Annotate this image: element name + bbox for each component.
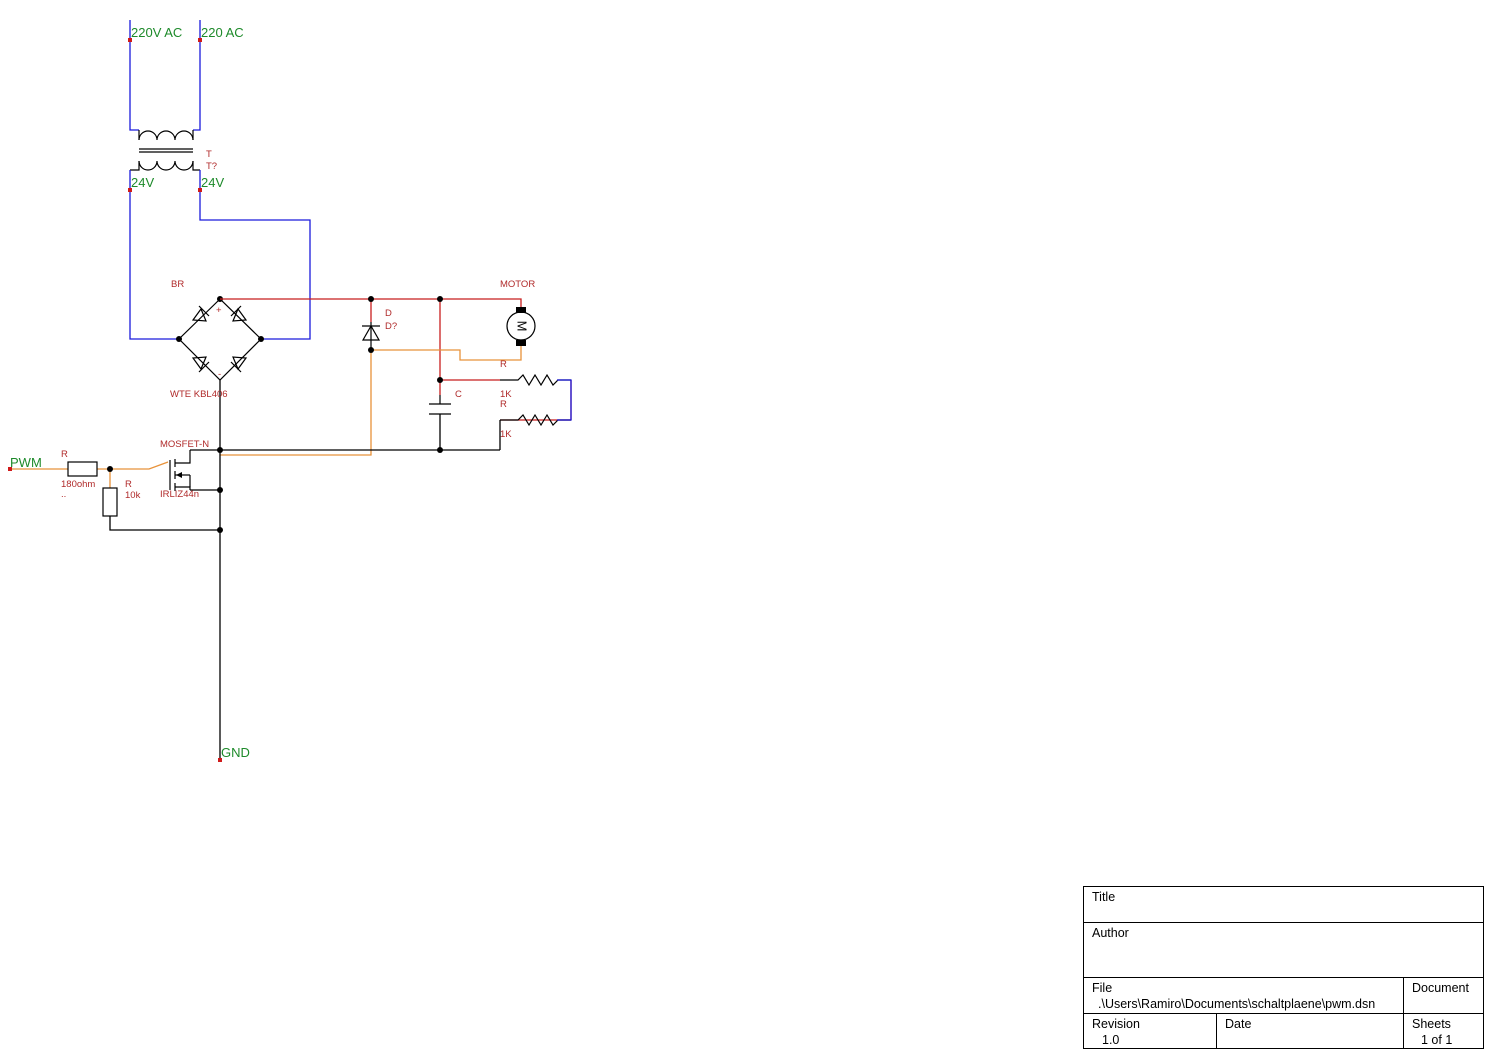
resistor-top-ref: R	[500, 359, 507, 370]
document-cell: Document	[1404, 978, 1483, 1014]
mosfet-ref: MOSFET-N	[160, 439, 209, 450]
title-block: Title Author File .\Users\Ramiro\Documen…	[1083, 886, 1484, 1049]
net-label-gnd: GND	[221, 745, 250, 760]
motor-symbol-letter: M	[515, 321, 530, 332]
file-label: File	[1092, 981, 1113, 995]
net-label-24v-left: 24V	[131, 175, 154, 190]
revision-label: Revision	[1092, 1017, 1140, 1031]
capacitor	[429, 395, 451, 450]
flyback-diode	[361, 322, 381, 350]
bridge-minus: -	[218, 369, 221, 380]
file-value: .\Users\Ramiro\Documents\schaltplaene\pw…	[1098, 997, 1376, 1011]
load-resistors	[499, 373, 572, 450]
date-label: Date	[1225, 1017, 1252, 1031]
sheets-label: Sheets	[1412, 1017, 1451, 1031]
resistor-top-value: 1K	[500, 389, 512, 400]
pulldown-resistor-value: 10k	[125, 490, 141, 501]
net-label-pwm: PWM	[10, 455, 42, 470]
sheets-cell: Sheets 1 of 1	[1404, 1014, 1483, 1048]
capacitor-ref: C	[455, 389, 462, 400]
revision-cell: Revision 1.0	[1084, 1014, 1217, 1048]
author-cell: Author	[1084, 923, 1483, 978]
gate-resistor-ref: R	[61, 449, 68, 460]
motor: M	[506, 307, 536, 346]
net-label-220v-ac: 220V AC	[131, 25, 182, 40]
resistor-bottom-value: 1K	[500, 429, 512, 440]
transformer-ref: T	[206, 149, 212, 160]
junctions	[107, 296, 443, 533]
signal-wires	[10, 346, 522, 488]
document-label: Document	[1412, 981, 1469, 995]
net-label-24v-right: 24V	[201, 175, 224, 190]
revision-value: 1.0	[1102, 1033, 1120, 1047]
ground-wires	[109, 380, 500, 760]
net-label-220-ac: 220 AC	[201, 25, 244, 40]
title-cell: Title	[1084, 887, 1483, 923]
pin-markers	[8, 38, 222, 762]
bridge-ref: BR	[171, 279, 184, 290]
pulldown-resistor-ref: R	[125, 479, 132, 490]
mosfet	[169, 450, 191, 491]
diode-ref: D	[385, 308, 392, 319]
diode-value: D?	[385, 321, 397, 332]
secondary-wires	[129, 170, 311, 340]
mosfet-value: IRLIZ44n	[160, 489, 199, 500]
motor-ref: MOTOR	[500, 279, 535, 290]
ac-input-wires	[129, 20, 201, 131]
gate-resistor-extra: ..	[61, 489, 66, 500]
author-label: Author	[1092, 926, 1129, 940]
resistor-bottom-ref: R	[500, 399, 507, 410]
transformer	[130, 130, 200, 171]
gate-resistor-value: 180ohm	[61, 479, 95, 490]
title-label: Title	[1092, 890, 1116, 904]
sheets-value: 1 of 1	[1421, 1033, 1453, 1047]
file-cell: File .\Users\Ramiro\Documents\schaltplae…	[1084, 978, 1404, 1014]
transformer-value: T?	[206, 161, 217, 172]
bridge-plus: +	[216, 305, 222, 316]
date-cell: Date	[1217, 1014, 1404, 1048]
bridge-value: WTE KBL406	[170, 389, 228, 400]
gate-resistors	[67, 461, 118, 517]
